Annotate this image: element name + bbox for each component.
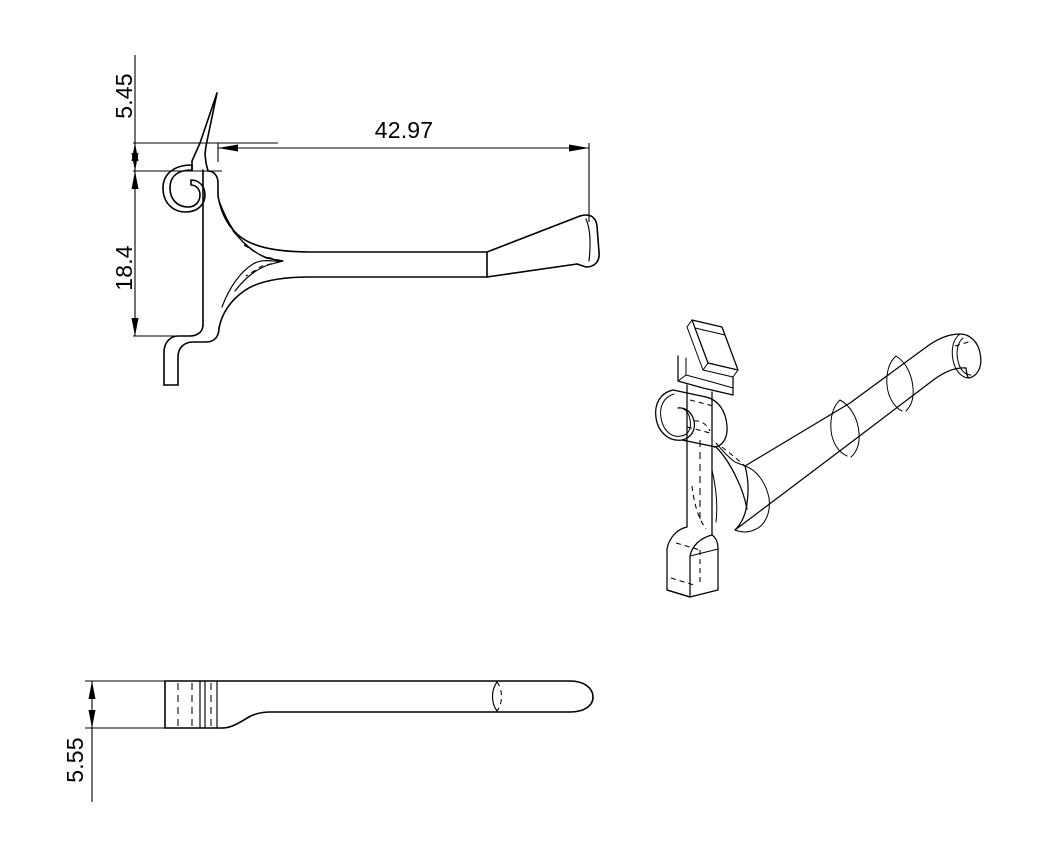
dim-42-97-label: 42.97 (375, 117, 434, 143)
iso-handle-end-cap-inner (951, 333, 970, 379)
side-view-handle-top (486, 215, 581, 253)
side-view-blade-tip (191, 92, 218, 171)
iso-foot-inner-edge (689, 548, 719, 557)
iso-tab-base-lip (677, 355, 734, 396)
dim-5-45-label: 5.45 (111, 73, 137, 119)
bottom-plan-view (164, 680, 594, 729)
dim-5-55-arrow-bottom (88, 710, 96, 728)
iso-handle-end-cap-rim (956, 337, 972, 376)
iso-hook-barrel-hidden-1 (693, 420, 711, 432)
iso-hook-barrel-hidden-2 (689, 399, 714, 407)
iso-web-shadow (711, 469, 718, 523)
iso-handle-seam-2 (895, 355, 914, 412)
iso-hook-barrel-hidden-3 (686, 426, 711, 434)
side-view-handle-end-seam (585, 218, 591, 262)
iso-foot-hidden-1 (675, 542, 701, 551)
iso-upper-tab-crease (694, 327, 726, 336)
iso-tab-base-lip-front (677, 374, 734, 389)
isometric-3d-view (654, 319, 982, 598)
iso-handle-seam-1 (839, 399, 860, 458)
side-view-shank-top (217, 195, 488, 253)
iso-web-upper-curve (715, 446, 748, 510)
iso-hook-barrel-sweep-top (672, 389, 707, 398)
bottom-view-taper (221, 711, 571, 729)
side-view-lower-step-right (177, 327, 220, 386)
bottom-view-seam-left (491, 681, 498, 712)
bottom-view-end-cap (569, 680, 594, 713)
bottom-view-seam-right (496, 681, 503, 712)
iso-handle-upper-silhouette (744, 333, 961, 467)
iso-handle-seam-1b (830, 399, 848, 457)
dim-42-97-arrow-left (218, 144, 238, 152)
dim-5-55-label: 5.55 (62, 737, 88, 783)
iso-handle-neck-arc (734, 465, 770, 533)
iso-foot-right-edge (711, 534, 719, 550)
side-view-blade-back (204, 92, 218, 172)
iso-hook-barrel-sweep-bot (681, 439, 717, 448)
dimension-18-4: 18.4 (111, 170, 222, 337)
iso-web-hidden (721, 446, 746, 467)
side-view-web-vee-upper (232, 230, 284, 262)
side-view-web-lower-fillet (221, 260, 284, 308)
side-view-web-vee-lower (234, 260, 284, 292)
side-view-shank-bottom (218, 276, 488, 329)
iso-handle-lower-silhouette (734, 367, 967, 531)
dim-18-4-arrow-top (131, 171, 139, 189)
side-view-handle-bottom (486, 263, 578, 278)
dim-5-45-arrow-bottom (131, 153, 139, 171)
iso-web-hidden-back (691, 485, 707, 530)
iso-handle-seam-2b (886, 355, 903, 412)
iso-foot-hidden-3 (670, 577, 695, 586)
dim-42-97-arrow-right (569, 144, 589, 152)
iso-foot-front-face (666, 548, 719, 598)
dim-18-4-arrow-bottom (131, 318, 139, 336)
dim-18-4-label: 18.4 (111, 245, 137, 291)
side-view-upper-hook (162, 164, 206, 213)
dimension-5-55: 5.55 (62, 680, 165, 802)
dimension-42-97: 42.97 (217, 117, 590, 222)
iso-handle-end-hidden (954, 340, 973, 347)
iso-upper-tab-thickness-left (686, 319, 709, 371)
iso-hook-barrel-inner (660, 393, 691, 437)
iso-hook-barrel-far-arc (705, 396, 728, 448)
iso-handle-end-cap (959, 333, 982, 379)
dimension-5-45: 5.45 (111, 55, 278, 172)
iso-web-lower-curve (734, 465, 749, 531)
iso-web-vee (715, 442, 746, 467)
dim-5-55-arrow-top (88, 681, 96, 699)
